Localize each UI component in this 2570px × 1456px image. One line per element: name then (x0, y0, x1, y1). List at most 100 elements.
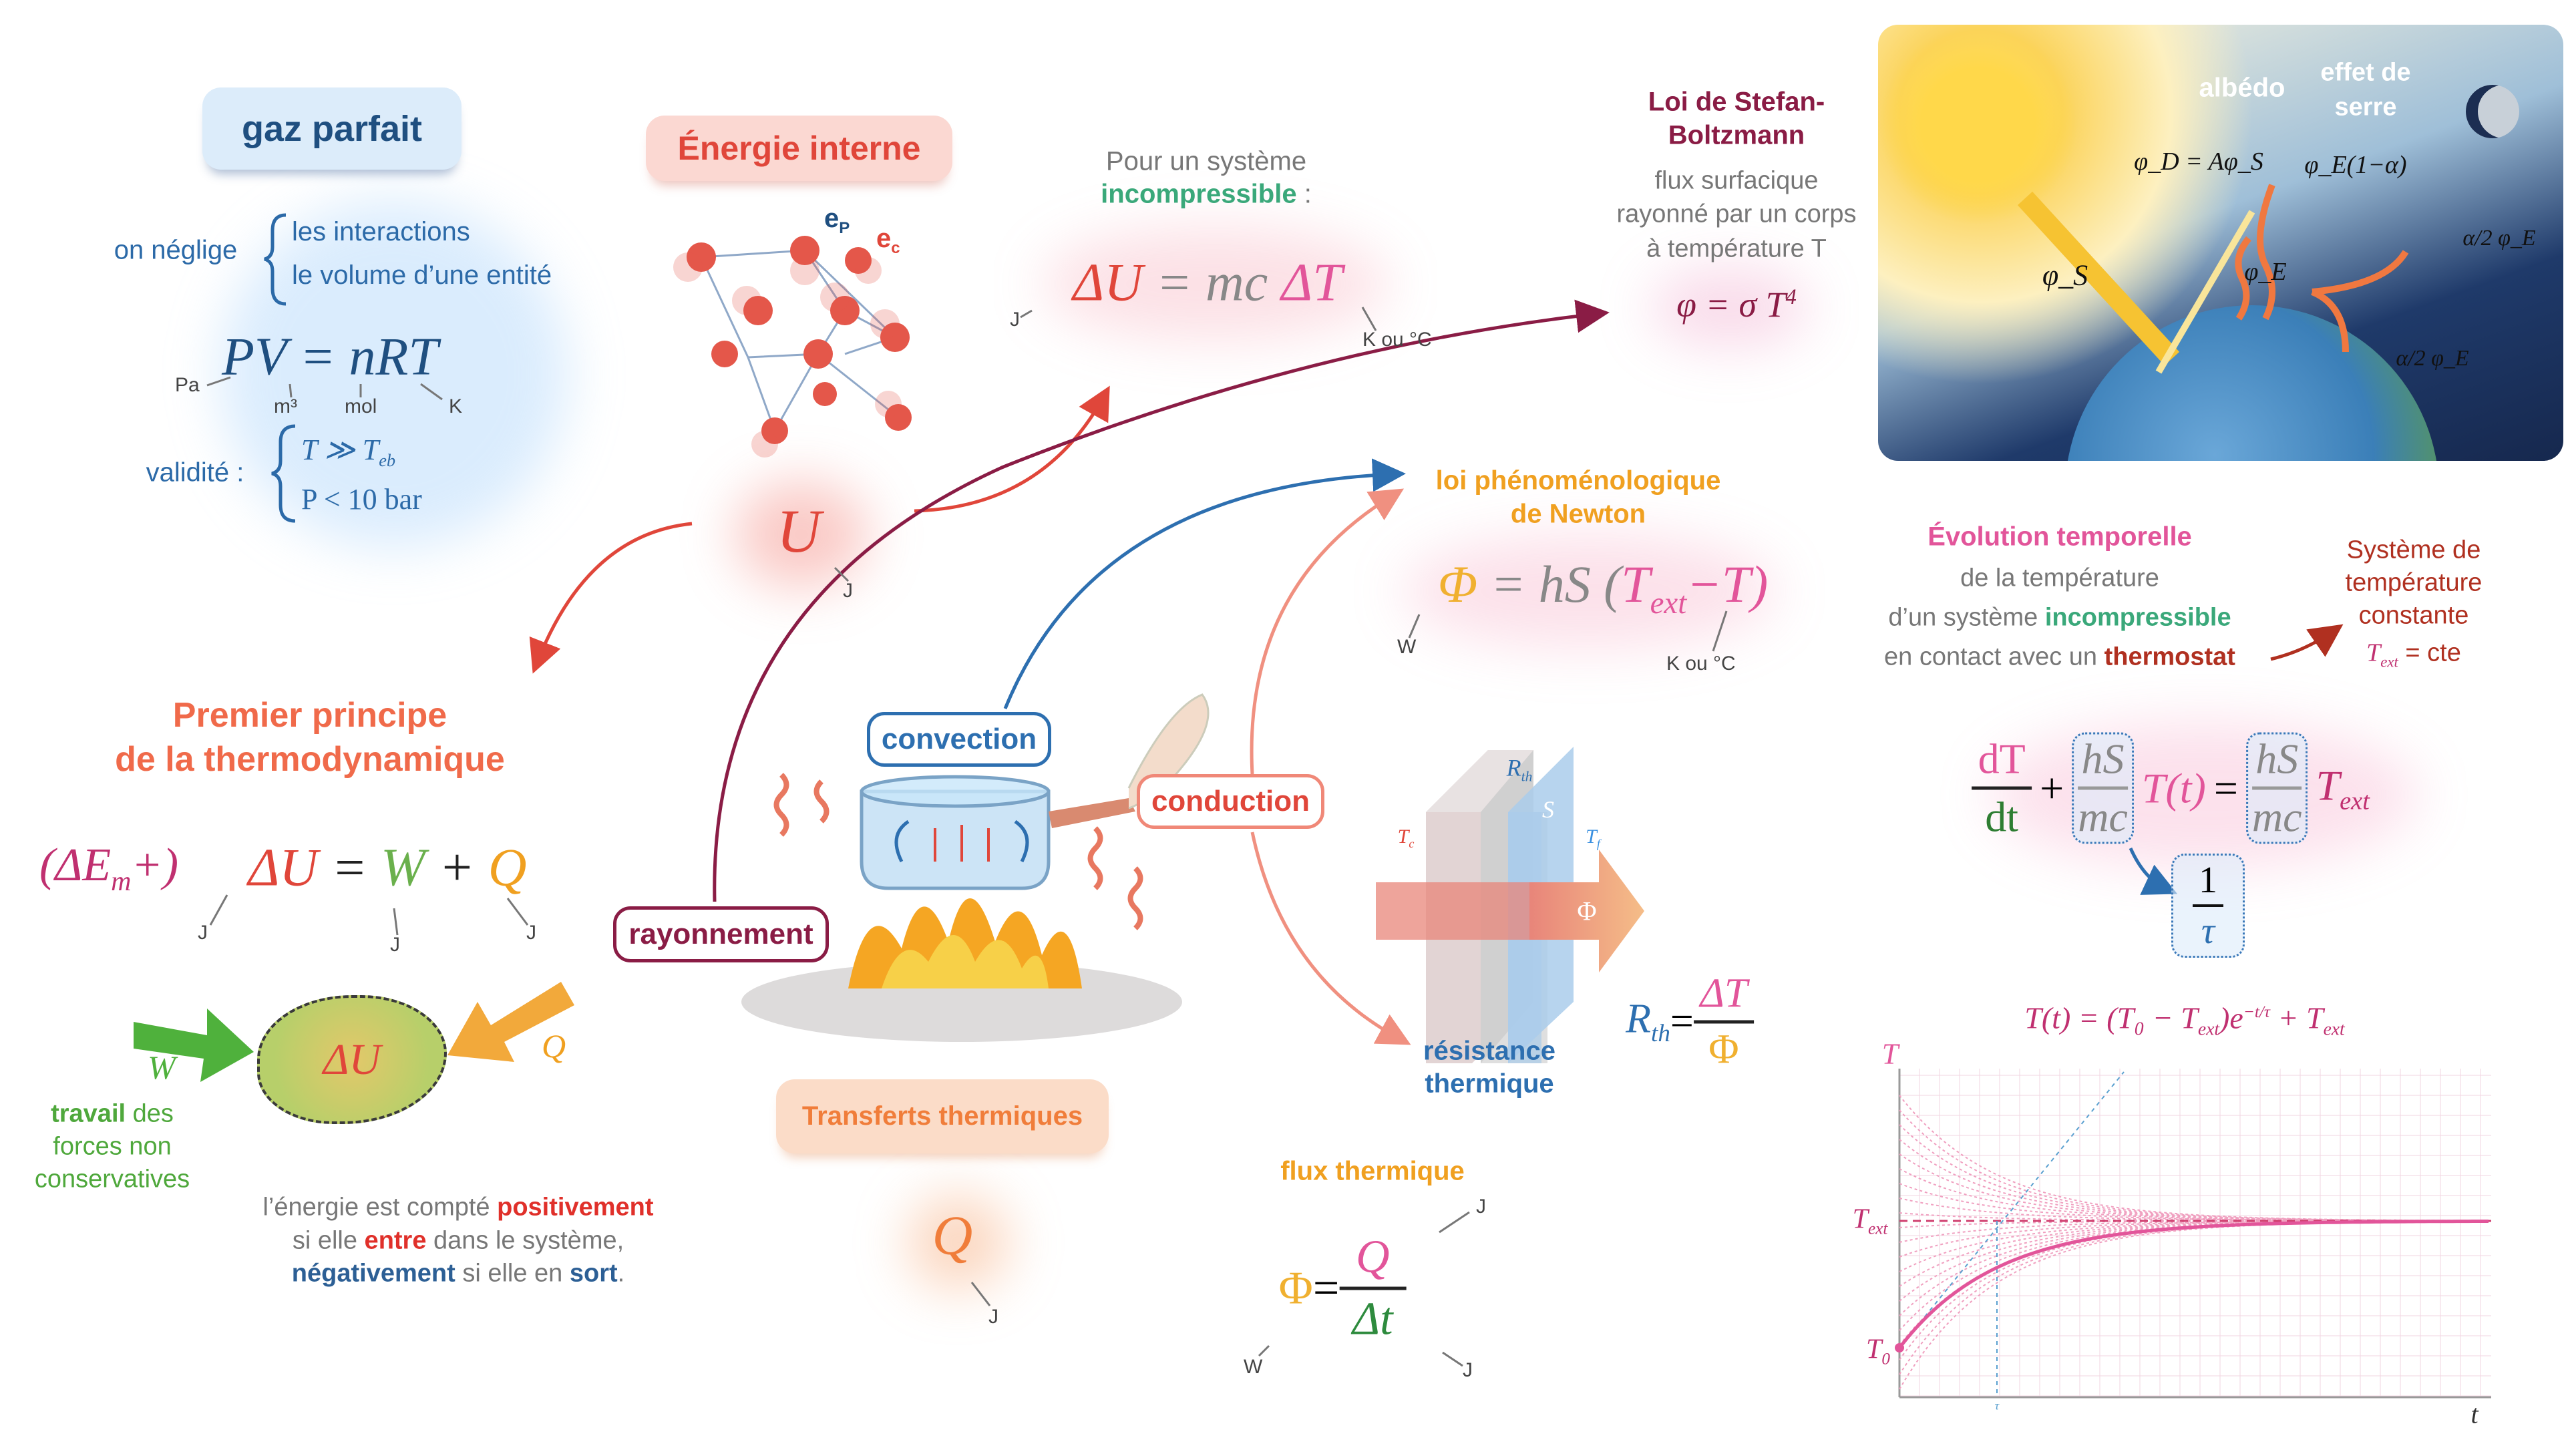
sun-icon (1878, 25, 2078, 225)
rth-block-label: Rth (1506, 754, 1533, 785)
half-alpha-phi-e-down: α/2 φ_E (2396, 346, 2469, 371)
graph-t0-label: T0 (1866, 1334, 1890, 1369)
neglige-item-2: le volume d’une entité (292, 260, 552, 290)
arrow-convection-to-newton (1003, 458, 1406, 709)
stefan-title-1: Loi de Stefan- (1648, 87, 1825, 117)
thermostat-line2: température (2345, 568, 2483, 597)
arrow-thermostat (2270, 624, 2344, 661)
travail-line3: conservatives (34, 1165, 190, 1194)
serre-label-2: serre (2334, 93, 2397, 122)
temperature-graph (1895, 1069, 2491, 1399)
phi-d-label: φ_D = Aφ_S (2134, 148, 2263, 176)
gaz-parfait-title: gaz parfait (202, 87, 462, 170)
arrow-conduction-to-resistance (1250, 832, 1411, 1045)
unit-j: J (526, 922, 536, 944)
family-curve (1899, 1220, 2489, 1287)
premier-title-1: Premier principe (172, 696, 447, 735)
unit-j: J (1010, 309, 1020, 331)
rayonnement-node[interactable]: rayonnement (613, 906, 829, 962)
conduction-node[interactable]: conduction (1137, 774, 1324, 829)
mechanical-energy-term: (ΔEm+) (39, 840, 179, 897)
unit-j: J (390, 934, 400, 956)
first-law-equation: ΔU = W + Q (248, 838, 527, 898)
sign-line1: l’énergie est compté positivement (262, 1193, 654, 1222)
energie-interne-title: Énergie interne (646, 116, 952, 181)
heat-label: Q (541, 1027, 566, 1065)
flux-title: flux thermique (1280, 1156, 1465, 1186)
stefan-equation: φ = σ T4 (1676, 285, 1797, 325)
sign-line2: si elle entre dans le système, (292, 1226, 624, 1255)
stefan-desc-3: à température T (1646, 234, 1827, 263)
neglige-label: on néglige (114, 235, 238, 265)
phi-e-1-alpha-label: φ_E(1−α) (2304, 151, 2407, 179)
pink-glow (1650, 267, 1810, 347)
phi-s-label: φ_S (2042, 258, 2088, 292)
blue-glow (220, 200, 568, 548)
internal-energy-symbol: U (776, 497, 821, 565)
evolution-line4: en contact avec un thermostat (1884, 643, 2235, 671)
ideal-gas-equation: PV = nRT (222, 327, 438, 387)
unit-j: J (1463, 1359, 1473, 1381)
travail-line2: forces non (53, 1132, 172, 1161)
evolution-line3: d’un système incompressible (1888, 603, 2231, 632)
pink-glow (1990, 721, 2418, 868)
family-curve (1899, 1153, 2489, 1222)
flux-arrows (2017, 184, 2409, 374)
unit-pa: Pa (175, 374, 200, 396)
stefan-title-2: Boltzmann (1668, 120, 1805, 150)
resistance-label-1: résistance (1423, 1036, 1555, 1066)
ep-label: eP (824, 204, 850, 237)
pink-glow (1042, 227, 1389, 341)
newton-title-1: loi phénoménologique (1435, 466, 1721, 496)
molecules-illustration (673, 236, 912, 458)
incompressible-line2: incompressible : (1101, 179, 1312, 209)
pink-glow (1403, 534, 1777, 648)
family-curve (1899, 1124, 2489, 1222)
arrow-u-to-deltau (914, 385, 1110, 513)
unit-j: J (843, 580, 853, 602)
validity-temperature: T ≫ Teb (301, 433, 396, 470)
unit-k-celsius: K ou °C (1362, 329, 1432, 351)
work-label: W (148, 1049, 176, 1086)
unit-m3: m³ (274, 395, 297, 417)
travail-line1: travail des (51, 1099, 174, 1128)
unit-w: W (1397, 636, 1417, 658)
family-curve (1899, 1220, 2489, 1390)
convection-node[interactable]: convection (867, 712, 1051, 767)
neglige-item-1: les interactions (292, 217, 470, 246)
text-constant: Text = cte (2366, 639, 2461, 671)
graph-x-label: t (2470, 1399, 2479, 1429)
system-blob: ΔU (257, 995, 447, 1124)
stefan-desc-1: flux surfacique (1654, 166, 1819, 195)
main-curve (1898, 1220, 2489, 1349)
orange-glow (908, 1196, 1008, 1289)
graph-y-label: T (1881, 1037, 1899, 1071)
work-arrow-icon (134, 1009, 254, 1082)
unit-j: J (988, 1306, 998, 1328)
pot-fire-illustration (741, 693, 1210, 1042)
newton-title-2: de Newton (1510, 499, 1646, 529)
arrow-conduction-to-newton (1250, 488, 1405, 775)
phi-e-label: φ_E (2244, 258, 2287, 286)
ec-label: ec (876, 224, 900, 257)
evolution-line2: de la température (1960, 564, 2159, 592)
surface-label: S (1542, 796, 1554, 823)
sign-line3: négativement si elle en sort. (291, 1259, 625, 1288)
unit-j: J (1476, 1196, 1486, 1218)
brace-icon (271, 424, 296, 523)
newton-equation: Φ = hS (Text−T) (1437, 555, 1769, 620)
premier-title-2: de la thermodynamique (115, 740, 505, 779)
moon-icon (2466, 85, 2519, 138)
incompressible-line1: Pour un système (1105, 146, 1307, 176)
graph-tau-label: τ (1994, 1399, 2000, 1413)
heat-arrow-icon (447, 982, 574, 1062)
resistance-block-illustration (1376, 747, 1644, 1063)
unit-j: J (198, 922, 208, 944)
unit-k-celsius: K ou °C (1666, 653, 1736, 675)
brace-icon (264, 213, 287, 306)
